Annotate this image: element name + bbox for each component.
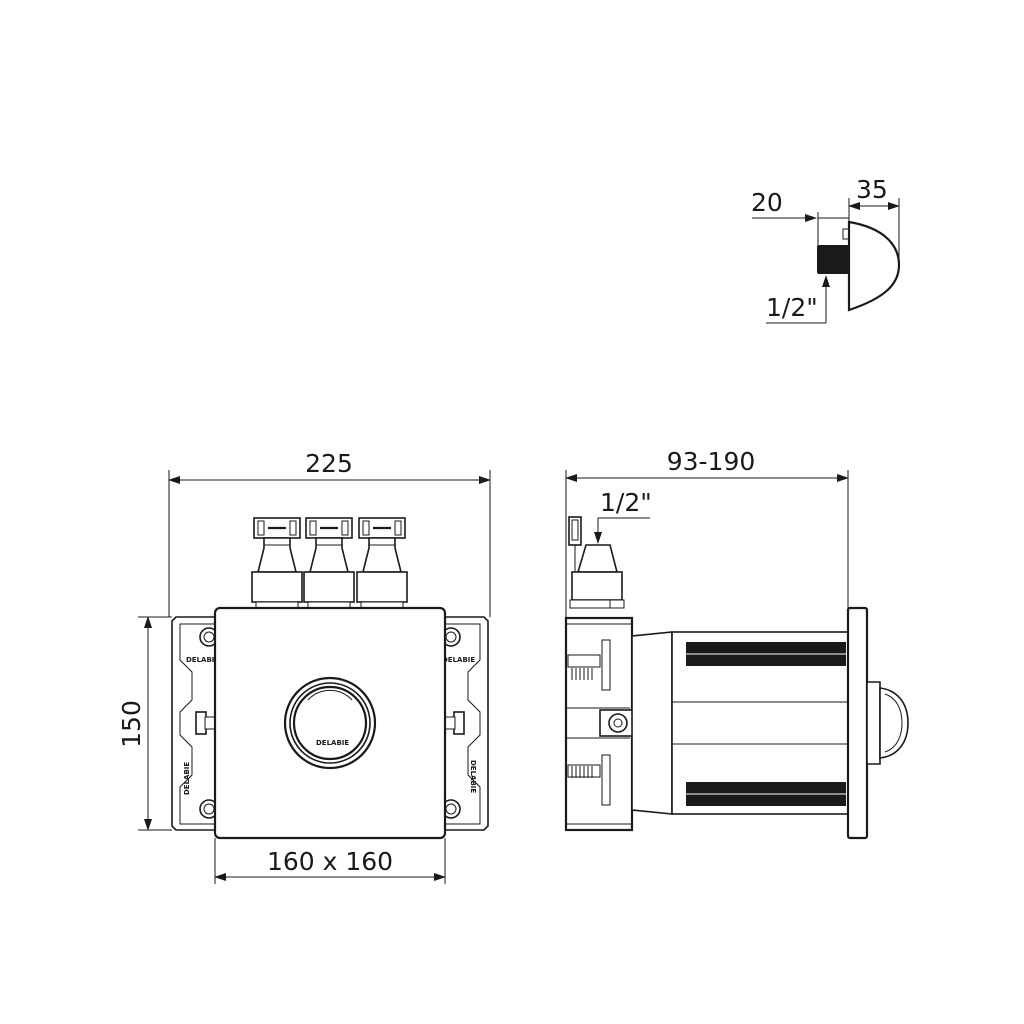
dimension-height: 150 xyxy=(117,616,172,831)
valve-connector-3 xyxy=(356,517,408,609)
button-detail xyxy=(817,220,901,312)
dim-label-35: 35 xyxy=(856,175,888,204)
mounting-frame-left xyxy=(171,616,219,831)
dim-label-150: 150 xyxy=(117,700,146,748)
side-view xyxy=(564,516,909,840)
brand-label-left-bottom: DELABIE xyxy=(183,762,191,795)
dim-label-160x160: 160 x 160 xyxy=(267,847,393,876)
wall-plate-side xyxy=(846,606,869,840)
valve-connector-2 xyxy=(303,517,355,609)
dim-label-225: 225 xyxy=(305,449,353,478)
push-button-front: DELABIE xyxy=(283,676,377,770)
brand-label-right-bottom: DELABIE xyxy=(469,760,477,793)
dim-label-20: 20 xyxy=(751,188,783,217)
front-view: DELABIE DELABIE DELABIE DELABIE xyxy=(171,517,489,840)
brand-label-left-top: DELABIE xyxy=(186,656,219,664)
push-button-side xyxy=(866,681,909,765)
brand-label-right-top: DELABIE xyxy=(442,656,475,664)
button-detail-cap xyxy=(847,220,901,312)
dim-label-inlet-button: 1/2" xyxy=(766,293,818,322)
dimension-inlet-side: 1/2" xyxy=(594,488,652,544)
dimension-depth: 93-190 xyxy=(565,447,849,618)
dimension-button-projection: 35 xyxy=(848,175,900,265)
dim-label-inlet-side: 1/2" xyxy=(600,488,652,517)
brand-label-center: DELABIE xyxy=(316,739,349,747)
dimension-plate: 160 x 160 xyxy=(214,838,446,884)
dim-label-93-190: 93-190 xyxy=(667,447,756,476)
dimension-width-overall: 225 xyxy=(168,449,491,617)
dimension-button-offset: 20 xyxy=(751,188,849,245)
dimension-inlet-button: 1/2" xyxy=(766,275,830,324)
mounting-frame-right xyxy=(441,616,489,831)
button-detail-stem xyxy=(817,245,849,274)
valve-connector-1 xyxy=(251,517,303,609)
